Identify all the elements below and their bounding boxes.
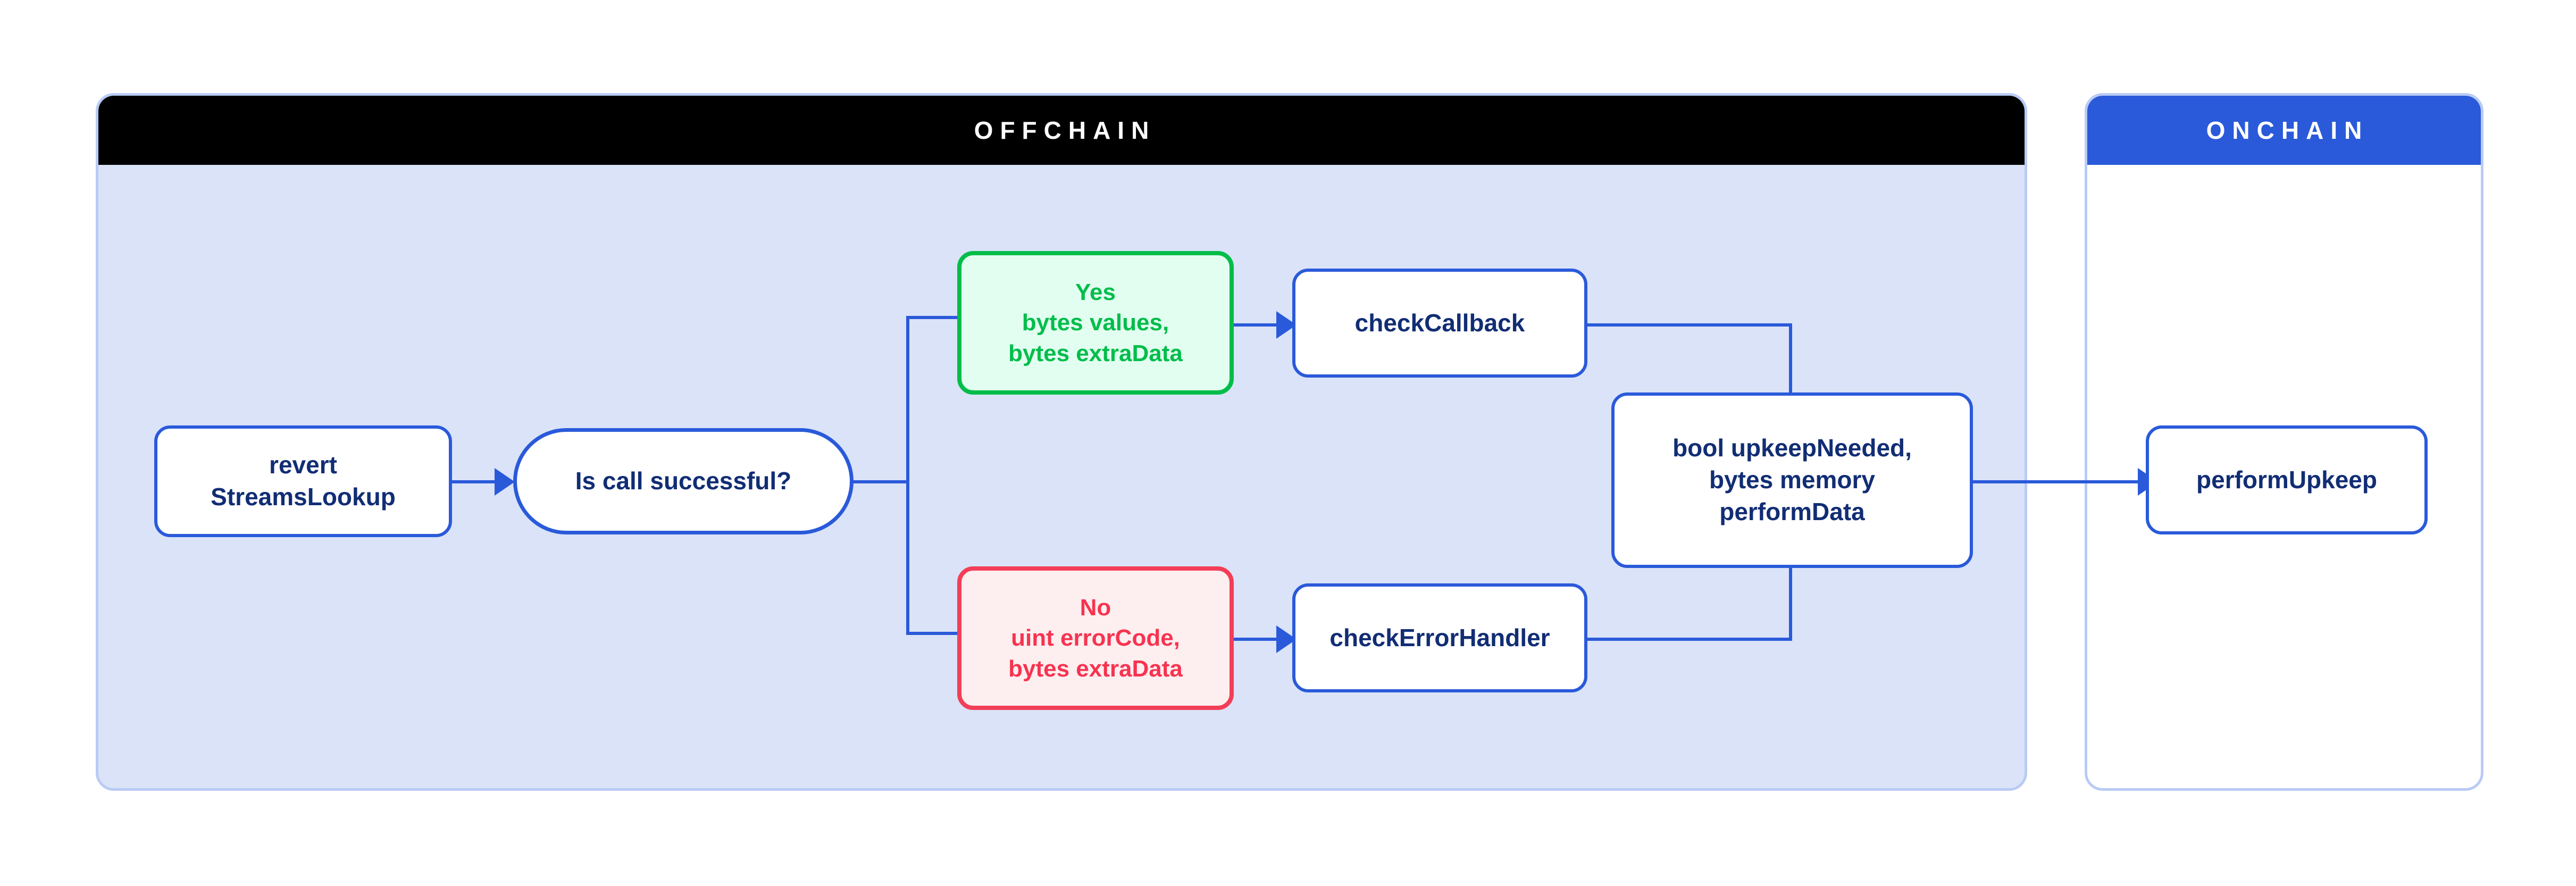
- node-no-branch[interactable]: No uint errorCode, bytes extraData: [957, 566, 1234, 710]
- connector-branch-yes: [906, 316, 965, 319]
- connector-checkerrorhandler-up: [1789, 566, 1792, 641]
- node-revert-streams-lookup[interactable]: revert StreamsLookup: [154, 425, 452, 537]
- onchain-header-bar: [2087, 96, 2481, 165]
- node-upkeep-needed[interactable]: bool upkeepNeeded, bytes memory performD…: [1611, 392, 1973, 568]
- connector-yes-to-checkcallback: [1231, 323, 1295, 327]
- node-perform-upkeep[interactable]: performUpkeep: [2146, 425, 2428, 534]
- connector-checkerrorhandler-out: [1587, 638, 1792, 641]
- connector-revert-to-decision: [452, 480, 511, 483]
- connector-checkcallback-down: [1789, 323, 1792, 392]
- arrowhead-to-decision: [495, 468, 515, 496]
- node-check-callback[interactable]: checkCallback: [1292, 269, 1587, 378]
- connector-branch-spine: [906, 316, 909, 635]
- onchain-title: ONCHAIN: [2206, 116, 2369, 144]
- offchain-title: OFFCHAIN: [974, 116, 1156, 144]
- connector-checkcallback-out: [1587, 323, 1792, 327]
- node-check-error-handler[interactable]: checkErrorHandler: [1292, 583, 1587, 692]
- offchain-header-bar: [98, 96, 2025, 165]
- node-yes-branch[interactable]: Yes bytes values, bytes extraData: [957, 251, 1234, 395]
- connector-no-to-checkerrorhandler: [1231, 638, 1295, 641]
- connector-decision-stub: [851, 480, 909, 483]
- connector-upkeep-to-performupkeep: [1970, 480, 2156, 483]
- connector-branch-no: [906, 632, 965, 635]
- node-is-call-successful[interactable]: Is call successful?: [513, 428, 854, 534]
